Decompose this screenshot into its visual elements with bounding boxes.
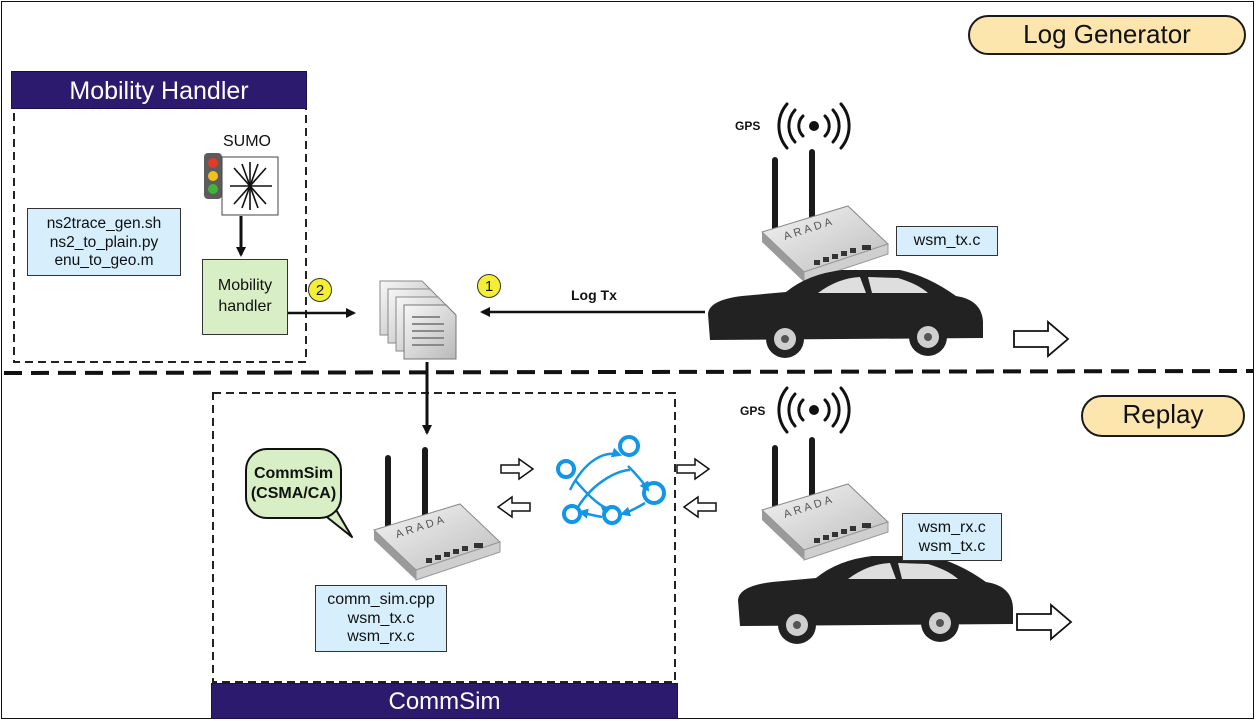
mobility-handler-line: handler: [218, 298, 272, 315]
gps-signal-icon-bottom: [777, 386, 851, 434]
commsim-files-box: comm_sim.cpp wsm_tx.c wsm_rx.c: [315, 585, 447, 652]
callout-line: CommSim: [253, 465, 334, 482]
commsim-file: wsm_rx.c: [347, 628, 415, 645]
commsim-banner: CommSim: [211, 683, 678, 719]
section-divider: [3, 369, 1254, 375]
router-commsim-icon: ARADA: [373, 447, 501, 581]
script-item: ns2_to_plain.py: [49, 233, 159, 251]
car-direction-arrow: [1013, 320, 1070, 358]
tx-file: wsm_tx.c: [918, 537, 986, 555]
commsim-group: [212, 392, 676, 683]
step-2-badge: 2: [308, 278, 332, 302]
log-generator-label: Log Generator: [1023, 19, 1191, 49]
sumo-label: SUMO: [223, 133, 271, 150]
router-top-icon: ARADA: [761, 149, 889, 283]
gps-signal-icon: [777, 102, 851, 150]
car-icon: [708, 270, 983, 358]
log-tx-label: Log Tx: [571, 287, 617, 303]
router-bottom-icon: ARADA: [761, 437, 889, 561]
script-item: ns2trace_gen.sh: [46, 215, 162, 232]
mobility-handler-title: Mobility Handler: [69, 77, 249, 105]
car-icon-bottom: [738, 556, 1013, 644]
mobility-handler-line: Mobility: [217, 277, 273, 294]
tx-file: wsm_tx.c: [913, 232, 981, 249]
commsim-exchange-arrows: [496, 457, 535, 519]
bottom-rxtx-box: wsm_rx.c wsm_tx.c: [902, 513, 1002, 561]
commsim-title: CommSim: [388, 688, 501, 715]
commsim-file: comm_sim.cpp: [327, 591, 435, 608]
step-1-badge: 1: [477, 274, 501, 298]
script-item: enu_to_geo.m: [54, 252, 154, 269]
mobility-handler-box: Mobility handler: [202, 259, 288, 335]
mobility-scripts-box: ns2trace_gen.sh ns2_to_plain.py enu_to_g…: [27, 208, 181, 276]
sumo-traffic-icon: [204, 153, 279, 216]
callout-line: (CSMA/CA): [250, 485, 337, 502]
gps-label-bottom: GPS: [740, 404, 766, 418]
replay-exchange-arrows: [676, 457, 717, 519]
commsim-callout: CommSim (CSMA/CA): [245, 448, 342, 519]
mobility-handler-banner: Mobility Handler: [11, 71, 307, 109]
car-direction-arrow-bottom: [1016, 603, 1073, 641]
rx-file: wsm_rx.c: [918, 519, 986, 536]
gps-label: GPS: [735, 119, 761, 133]
top-tx-box: wsm_tx.c: [896, 226, 998, 256]
log-files-icon: [379, 280, 457, 360]
replay-label: Replay: [1122, 399, 1204, 429]
network-graph-icon: [556, 435, 666, 525]
log-generator-pill: Log Generator: [968, 15, 1246, 55]
commsim-file: wsm_tx.c: [347, 609, 415, 627]
replay-pill: Replay: [1081, 395, 1245, 437]
